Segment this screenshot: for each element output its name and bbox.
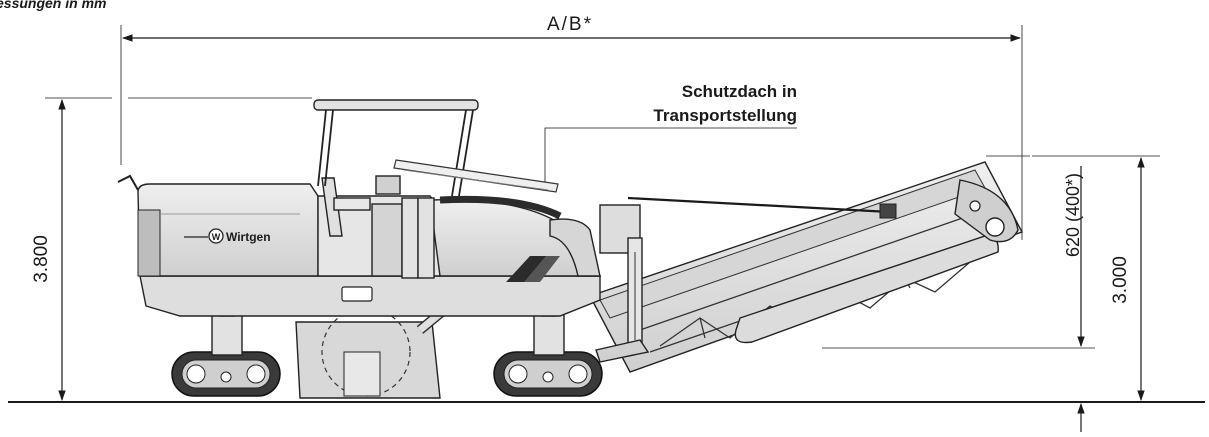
conveyor-clearance-label: 620 (400*) (1063, 173, 1083, 257)
height-label: 3.800 (31, 235, 52, 283)
front-track (493, 295, 603, 397)
rear-track (171, 295, 281, 397)
svg-text:W: W (212, 232, 221, 242)
length-label: A/B* (547, 14, 593, 35)
conveyor-clearance-dimension: 620 (400*) (822, 155, 1095, 432)
wirtgen-logo: W Wirtgen (184, 228, 271, 244)
canopy-raised (313, 99, 479, 197)
machine-body: W Wirtgen (117, 174, 602, 317)
discharge-conveyor (588, 161, 1023, 373)
callout-line-1: Schutzdach in (682, 82, 797, 101)
operator-station (321, 175, 435, 279)
length-dimension: A/B* (120, 14, 1023, 240)
page-heading: essungen in mm (0, 0, 106, 11)
canopy-transport (393, 159, 559, 193)
conveyor-height-label: 3.000 (1110, 256, 1131, 304)
brand-name: Wirtgen (226, 230, 271, 244)
callout-line-2: Transportstellung (653, 106, 797, 125)
canopy-callout: Schutzdach in Transportstellung (544, 82, 797, 186)
conveyor-height-dimension: 3.000 (1032, 155, 1160, 402)
height-dimension: 3.800 (31, 97, 312, 402)
